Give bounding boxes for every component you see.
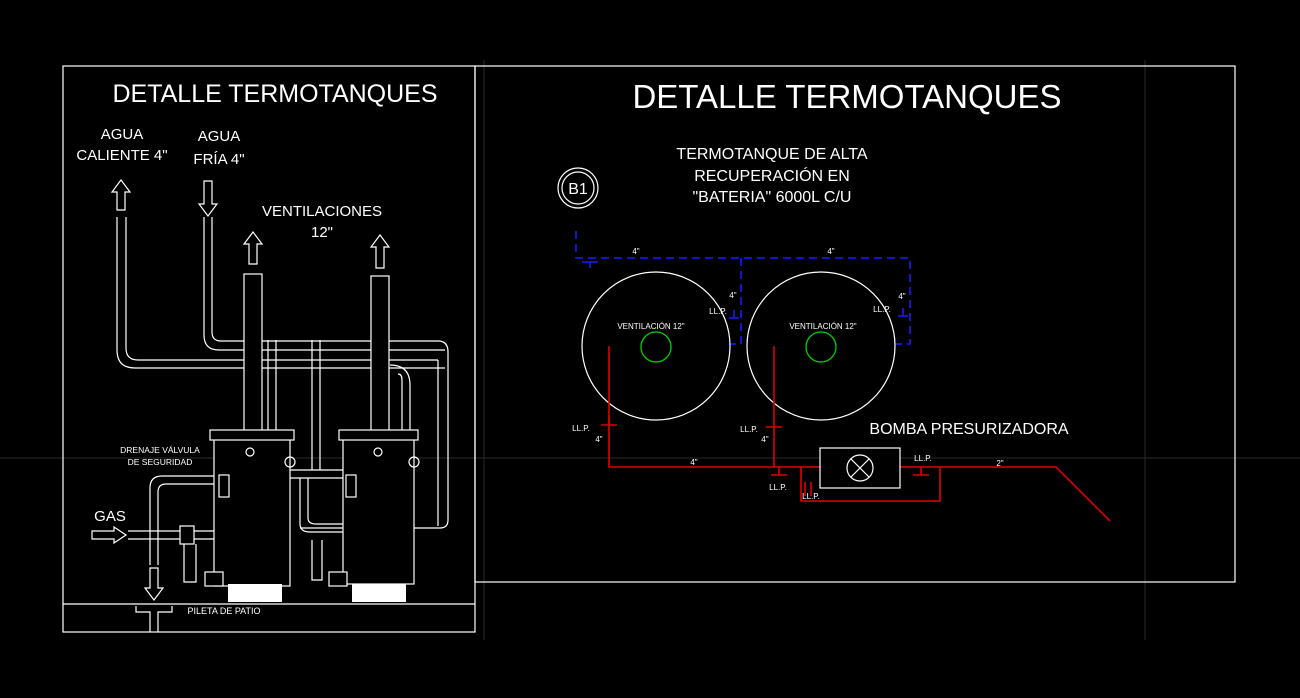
tank-desc-3: "BATERIA" 6000L C/U <box>693 189 852 206</box>
pump-label: BOMBA PRESURIZADORA <box>869 421 1068 438</box>
cold-water-label-1: AGUA <box>198 128 241 145</box>
hot-water-label-1: AGUA <box>101 126 144 143</box>
heater-knob-icon <box>245 447 255 457</box>
left-title: DETALLE TERMOTANQUES <box>112 80 437 108</box>
vents-label-2: 12" <box>311 224 333 241</box>
valve-label: LL.P. <box>709 307 727 316</box>
right-title: DETALLE TERMOTANQUES <box>632 78 1061 115</box>
drain-arrow-icon <box>143 567 165 601</box>
vent-label: VENTILACIÓN 12" <box>617 322 684 331</box>
cold-water-label-2: FRÍA 4" <box>193 151 244 168</box>
gas-valve <box>179 525 195 545</box>
bypass-line <box>800 467 941 502</box>
size-label: 4" <box>729 291 736 300</box>
tank-circle <box>581 271 731 421</box>
size-label: 4" <box>761 435 768 444</box>
heater-base <box>228 584 282 602</box>
cold-water-line <box>730 258 742 345</box>
return-pipe <box>300 519 449 529</box>
heater-knob-icon <box>373 447 383 457</box>
return-pipe <box>397 373 403 430</box>
valve-label: LL.P. <box>572 424 590 433</box>
return-pipe <box>389 364 411 430</box>
cold-water-line <box>575 231 911 345</box>
patio-drain <box>135 606 173 632</box>
hot-water-pipe <box>116 217 445 369</box>
pump-cross-icon <box>850 458 870 478</box>
size-label: 4" <box>595 435 602 444</box>
right-panel: DETALLE TERMOTANQUES TERMOTANQUE DE ALTA… <box>474 65 1236 583</box>
heater-control-box <box>345 474 357 498</box>
drain-label-1: DRENAJE VÁLVULA <box>120 445 200 455</box>
tag-label: B1 <box>568 181 588 198</box>
water-heater-body <box>213 435 291 587</box>
hot-water-arrow-icon <box>110 179 132 211</box>
tank-desc-1: TERMOTANQUE DE ALTA <box>676 146 867 163</box>
gas-arrow-icon <box>91 525 128 545</box>
size-label: 4" <box>898 292 905 301</box>
vent-arrow-icon <box>242 231 264 265</box>
cold-water-pipe <box>203 217 445 351</box>
valve-label: LL.P. <box>740 425 758 434</box>
size-label: 4" <box>632 247 639 256</box>
heater-control-box <box>218 474 230 498</box>
vent-label: VENTILACIÓN 12" <box>789 322 856 331</box>
water-heater-body <box>342 435 415 585</box>
drain-label-2: DE SEGURIDAD <box>128 457 193 467</box>
drain-pipe <box>149 475 214 565</box>
interconnect-pipe <box>290 469 343 479</box>
flue-pipe <box>243 273 263 435</box>
tag-circle <box>557 167 599 209</box>
gas-pipe <box>311 540 323 581</box>
burner-box <box>328 571 348 587</box>
water-heater-top <box>338 429 419 441</box>
vents-label-1: VENTILACIONES <box>262 203 382 220</box>
gas-pipe <box>183 544 197 583</box>
riser-pipe <box>267 340 321 470</box>
tag-circle-inner <box>561 171 595 205</box>
tank-circle <box>746 271 896 421</box>
flue-pipe <box>370 275 390 435</box>
patio-label: PILETA DE PATIO <box>187 606 260 616</box>
return-pipe <box>437 340 449 520</box>
vent-arrow-icon <box>369 234 391 269</box>
size-label: 4" <box>690 458 697 467</box>
valve-label: LL.P. <box>914 454 932 463</box>
heater-valve-icon <box>284 456 296 468</box>
cold-water-arrow-icon <box>197 180 219 217</box>
vent-circle <box>640 331 672 363</box>
vent-circle <box>805 331 837 363</box>
size-label: 4" <box>827 247 834 256</box>
heater-base <box>352 584 406 602</box>
hot-water-label-2: CALIENTE 4" <box>76 147 167 164</box>
tank-desc-2: RECUPERACIÓN EN <box>694 166 850 185</box>
cold-valve-icon <box>582 261 908 319</box>
interconnect-pipe <box>299 478 343 533</box>
hot-water-pipe <box>125 217 438 361</box>
right-frame <box>474 65 1236 583</box>
size-label: 2" <box>996 459 1003 468</box>
valve-label: LL.P. <box>873 305 891 314</box>
burner-box <box>204 571 224 587</box>
valve-label: LL.P. <box>769 483 787 492</box>
pump-icon <box>846 454 874 482</box>
interconnect-pipe <box>307 478 343 525</box>
valve-label: LL.P. <box>802 492 820 501</box>
cold-water-pipe <box>211 217 438 342</box>
gas-label: GAS <box>94 508 126 525</box>
water-heater-top <box>209 429 295 441</box>
gas-pipe <box>128 530 214 540</box>
left-panel: DETALLE TERMOTANQUES AGUA CALIENTE 4" AG… <box>62 65 476 633</box>
hot-valve-icon <box>601 417 929 496</box>
heater-valve-icon <box>408 456 420 468</box>
